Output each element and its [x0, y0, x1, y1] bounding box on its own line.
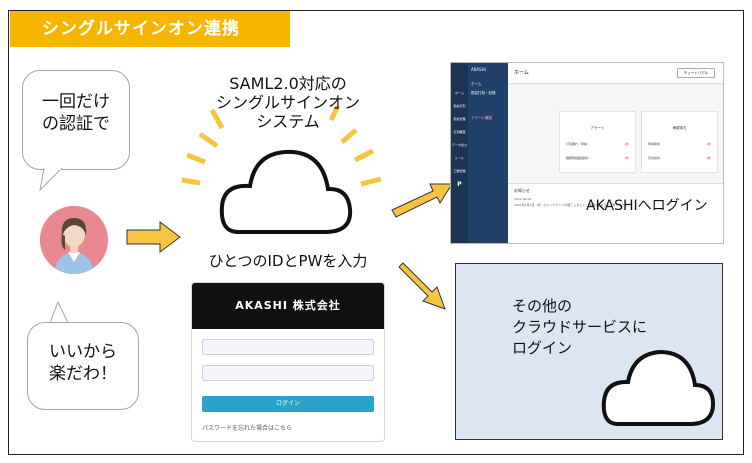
request-card-title: 承認待ち — [672, 126, 687, 130]
nav-item[interactable]: 勤怠打刻 — [453, 104, 466, 108]
nav-item[interactable]: P — [457, 181, 462, 188]
akashi-brand: AKASHI — [471, 67, 486, 72]
news-date: 2021-02-01 — [514, 197, 532, 201]
alert-card-title: アラート — [590, 126, 605, 130]
user-avatar-icon — [40, 206, 108, 274]
bubble-bottom-line1: いいから — [49, 342, 117, 362]
diagram-frame — [8, 10, 744, 455]
news-section: お知らせ 2021-02-01 2021年2月1日（月）のメンテナンスが終了しま… — [508, 183, 723, 243]
saml-label-line3: システム — [256, 112, 320, 131]
saml-label-line1: SAML2.0対応の — [229, 74, 347, 93]
request-row: 申請承認 — [648, 142, 661, 146]
speech-bubble-top: 一回だけ の認証で — [22, 70, 130, 170]
login-form-header: AKASHI 株式会社 — [192, 283, 384, 329]
sub-menu-title: ホーム — [471, 82, 482, 86]
akashi-header: ホーム チュートリアル — [508, 63, 723, 84]
bubble-bottom-line2: 楽だわ！ — [49, 364, 117, 384]
arrow-user-to-sso — [126, 221, 181, 253]
tutorial-button[interactable]: チュートリアル — [677, 68, 715, 78]
bubble-top-line2: の認証で — [42, 114, 110, 134]
sso-cloud-icon — [219, 149, 353, 234]
login-password-field[interactable] — [202, 365, 374, 381]
akashi-app-screenshot: ホーム 勤怠打刻 勤怠管理 打刻履歴 データ出力 ルール 工数管理 P AKAS… — [450, 62, 724, 244]
alert-row: 打刻漏れ・申請 — [566, 142, 588, 146]
arrow-sso-to-other — [398, 262, 446, 310]
akashi-nav-rail: ホーム 勤怠打刻 勤怠管理 打刻履歴 データ出力 ルール 工数管理 P — [451, 63, 468, 243]
login-button[interactable]: ログイン — [202, 396, 374, 412]
nav-item[interactable]: データ出力 — [451, 143, 467, 147]
nav-item[interactable]: 工数管理 — [453, 169, 466, 173]
akashi-sub-menu: AKASHI ホーム 勤怠打刻・記録 アラート確認 — [468, 63, 508, 243]
bubble-top-line1: 一回だけ — [42, 92, 110, 112]
news-title: お知らせ — [514, 188, 530, 193]
other-label-line2: クラウドサービスに — [512, 318, 648, 336]
speech-bubble-bottom: いいから 楽だわ！ — [27, 322, 139, 410]
sub-menu-item[interactable]: 勤怠打刻・記録 — [471, 91, 496, 95]
login-form-mock: AKASHI 株式会社 ログイン パスワードを忘れた場合はこちら — [191, 282, 385, 442]
sso-cloud-rays — [181, 104, 382, 187]
request-card[interactable]: 承認待ち 申請承認 1件 月次締め 1件 — [641, 111, 718, 173]
forgot-password-link[interactable]: パスワードを忘れた場合はこちら — [202, 425, 293, 432]
other-label-line3: ログイン — [512, 339, 573, 357]
request-row: 月次締め — [648, 156, 661, 160]
diagram-title: シングルサインオン連携 — [10, 11, 290, 47]
sub-menu-alert[interactable]: アラート確認 — [471, 116, 492, 120]
request-count: 1件 — [706, 142, 711, 146]
news-item[interactable]: 2021年2月1日（月）のメンテナンスが終了しました。詳細はこちらをご覧ください… — [514, 203, 631, 207]
akashi-page-title: ホーム — [514, 70, 529, 76]
id-pw-label: ひとつのIDとPWを入力 — [208, 252, 368, 270]
nav-item[interactable]: 打刻履歴 — [453, 130, 466, 134]
arrow-sso-to-akashi — [391, 183, 453, 218]
saml-label-line2: シングルサインオン — [215, 93, 360, 112]
other-label-line1: その他の — [512, 297, 573, 315]
request-count: 1件 — [706, 156, 711, 160]
alert-count: 1件 — [624, 142, 629, 146]
other-cloud-services-box: その他の クラウドサービスに ログイン — [455, 263, 723, 440]
login-id-field[interactable] — [202, 339, 374, 355]
nav-item[interactable]: ルール — [454, 156, 464, 160]
alert-row: 職務時間超過者1 — [566, 156, 589, 160]
other-services-label: その他の クラウドサービスに ログイン — [512, 296, 647, 359]
alert-count: 1件 — [624, 156, 629, 160]
akashi-login-label: AKASHIへログイン — [586, 198, 708, 214]
nav-item[interactable]: ホーム — [455, 91, 464, 95]
alert-card[interactable]: アラート 打刻漏れ・申請 1件 職務時間超過者1 1件 — [559, 111, 636, 173]
nav-item[interactable]: 勤怠管理 — [453, 117, 466, 121]
saml-label: SAML2.0対応の シングルサインオン システム — [208, 74, 368, 131]
